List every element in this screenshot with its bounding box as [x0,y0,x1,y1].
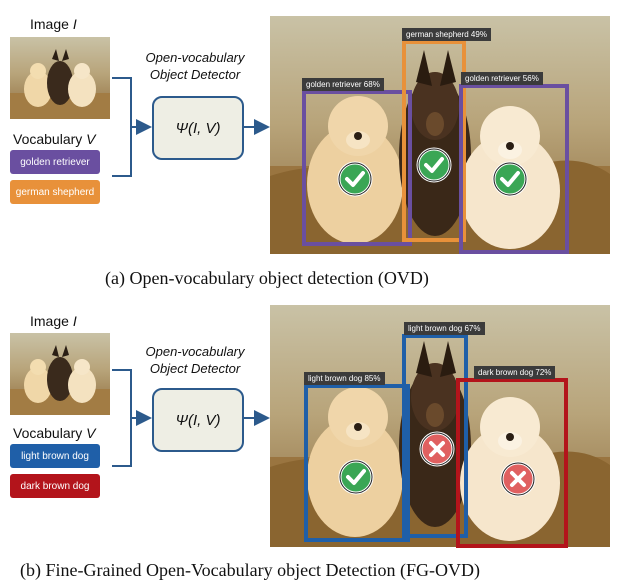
detection-box-golden-retriever-right [459,84,569,254]
detection-box-dark-brown-dog [456,378,568,548]
vocabulary-label-a: Vocabulary V [13,131,96,147]
check-icon [416,147,452,183]
input-image-thumbnail-b [10,333,110,415]
check-icon [338,459,374,495]
check-icon [337,161,373,197]
detection-label: light brown dog 67% [404,322,485,335]
detector-title-a: Open-vocabulary Object Detector [145,50,245,82]
vocab-chip-dark-brown-dog: dark brown dog [10,474,100,498]
input-image-thumbnail-a [10,37,110,119]
detector-function-box-a: Ψ(I, V) [152,96,244,160]
detector-function-box-b: Ψ(I, V) [152,388,244,452]
detection-result-image-b [270,305,610,547]
caption-a: (a) Open-vocabulary object detection (OV… [105,268,429,288]
detection-box-german-shepherd [402,40,466,242]
image-label-a: Image I [30,16,77,32]
image-label-b: Image I [30,313,77,329]
detector-title-b: Open-vocabulary Object Detector [145,344,245,376]
vocab-chip-golden-retriever: golden retriever [10,150,100,174]
connector-arrows-a [112,77,270,177]
detection-box-light-brown-dog-center [402,334,468,538]
cross-icon [419,431,455,467]
vocab-chip-light-brown-dog: light brown dog [10,444,100,468]
detection-label: light brown dog 85% [304,372,385,385]
connector-arrows-b [112,369,270,467]
check-icon [492,161,528,197]
detection-label: german shepherd 49% [402,28,491,41]
detection-label: dark brown dog 72% [474,366,556,379]
detection-box-golden-retriever-left [302,90,412,246]
vocab-chip-german-shepherd: german shepherd [10,180,100,204]
detection-label: golden retriever 68% [302,78,384,91]
detection-label: golden retriever 56% [461,72,543,85]
cross-icon [500,461,536,497]
detection-box-light-brown-dog-left [304,384,410,542]
caption-b: (b) Fine-Grained Open-Vocabulary object … [20,560,481,580]
vocabulary-label-b: Vocabulary V [13,425,96,441]
